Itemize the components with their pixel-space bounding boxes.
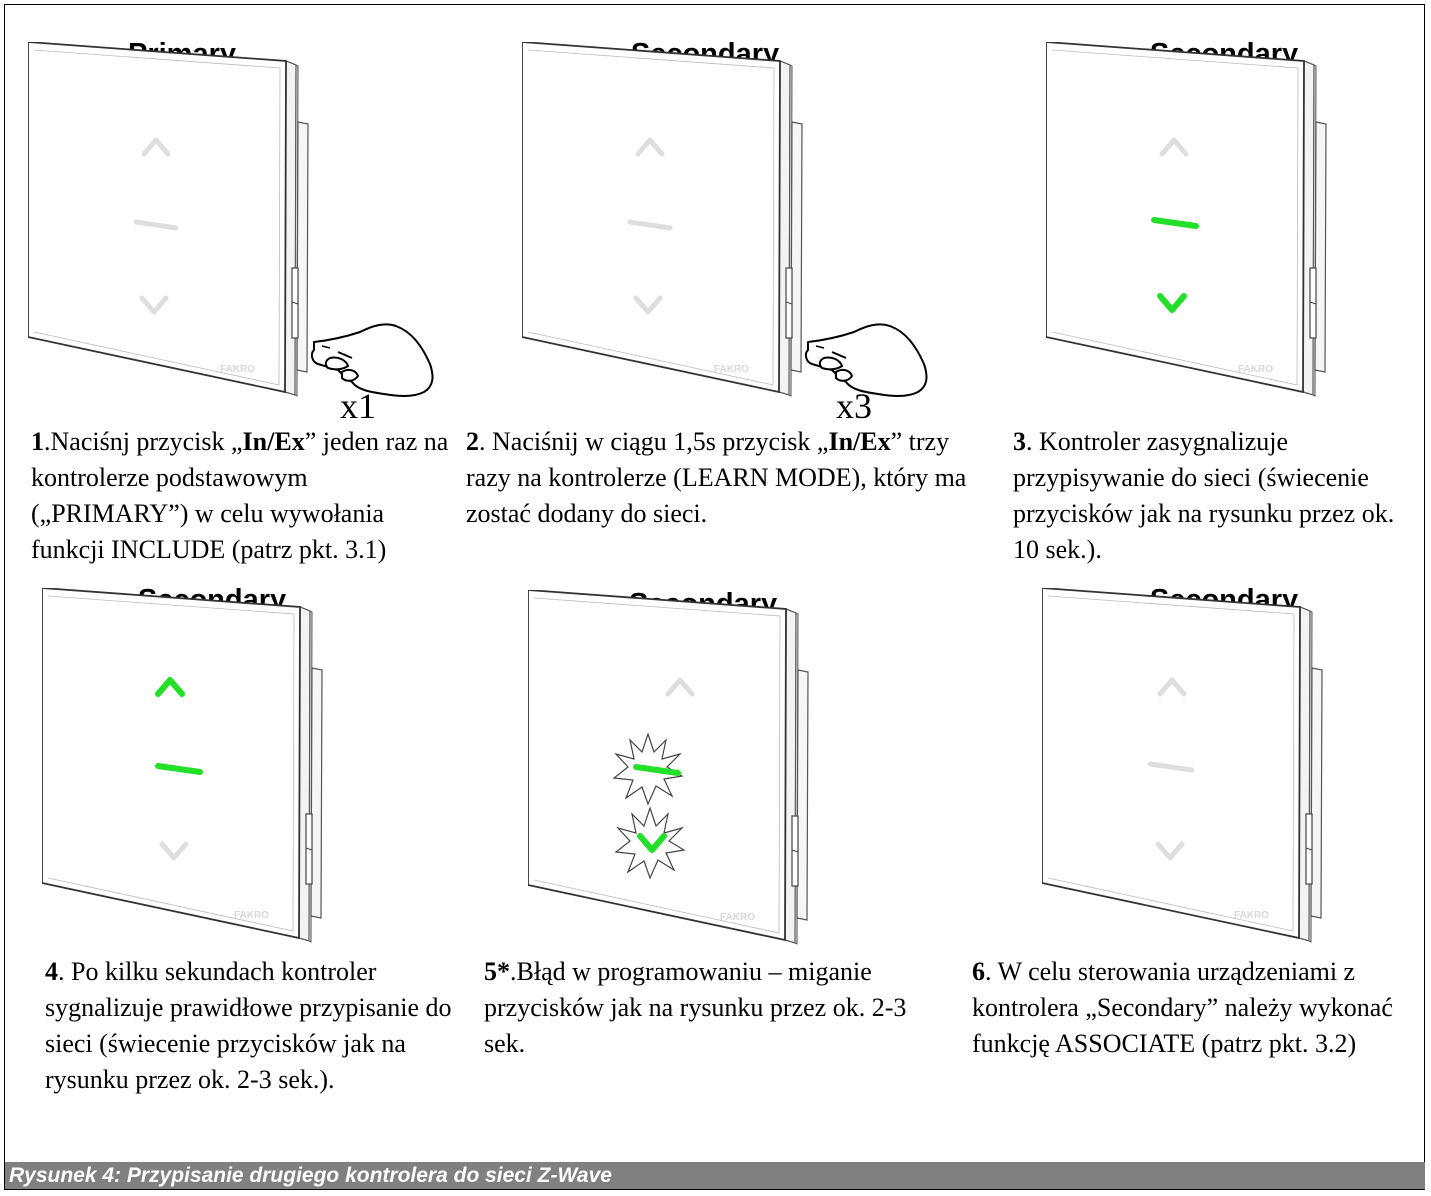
stop-bar-icon bbox=[1147, 761, 1195, 773]
panel-3-device: FAKRO bbox=[1046, 42, 1327, 397]
panel-6-description: 6. W celu sterowania urządzeniami z kont… bbox=[972, 957, 1393, 1058]
stop-bar-icon bbox=[155, 763, 203, 775]
brand-logo: FAKRO bbox=[1238, 364, 1273, 375]
panel-2-press-count: x3 bbox=[836, 386, 872, 426]
up-arrow-icon bbox=[665, 677, 695, 697]
panel-1-press-count: x1 bbox=[340, 386, 376, 426]
stop-bar-icon bbox=[133, 219, 179, 231]
panel-2-description: 2. Naciśnij w ciągu 1,5s przycisk „In/Ex… bbox=[466, 427, 967, 528]
panel-2-device: FAKRO bbox=[522, 42, 928, 397]
up-arrow-icon bbox=[635, 137, 665, 157]
brand-logo: FAKRO bbox=[234, 910, 269, 921]
brand-logo: FAKRO bbox=[220, 364, 255, 375]
up-arrow-icon bbox=[141, 137, 171, 157]
down-arrow-icon bbox=[637, 833, 667, 853]
up-arrow-icon bbox=[1159, 137, 1189, 157]
up-arrow-icon bbox=[1157, 677, 1187, 697]
brand-logo: FAKRO bbox=[1234, 910, 1269, 921]
down-arrow-icon bbox=[159, 841, 189, 861]
down-arrow-icon bbox=[1157, 293, 1187, 313]
down-arrow-icon bbox=[633, 295, 663, 315]
figure-frame bbox=[4, 4, 1425, 1190]
panel-1-description: 1.Naciśnj przycisk „In/Ex” jeden raz na … bbox=[31, 427, 449, 564]
figure-caption: Rysunek 4: Przypisanie drugiego kontrole… bbox=[5, 1162, 1425, 1189]
panel-4-device: FAKRO bbox=[42, 588, 323, 943]
panel-5-device: FAKRO bbox=[528, 590, 809, 945]
stop-bar-icon bbox=[633, 764, 681, 776]
brand-logo: FAKRO bbox=[720, 912, 755, 923]
stop-bar-icon bbox=[1151, 217, 1199, 229]
down-arrow-icon bbox=[139, 295, 169, 315]
panel-4-description: 4. Po kilku sekundach kontroler sygnaliz… bbox=[45, 957, 452, 1094]
stop-bar-icon bbox=[627, 219, 673, 231]
panel-5-description: 5*.Błąd w programowaniu – miganie przyci… bbox=[484, 957, 907, 1058]
brand-logo: FAKRO bbox=[714, 364, 749, 375]
up-arrow-icon bbox=[155, 677, 185, 697]
panel-1-device: FAKRO bbox=[28, 42, 434, 397]
panel-6-device: FAKRO bbox=[1042, 588, 1323, 943]
panel-3-description: 3. Kontroler zasygnalizuje przypisywanie… bbox=[1013, 427, 1395, 564]
down-arrow-icon bbox=[1155, 841, 1185, 861]
